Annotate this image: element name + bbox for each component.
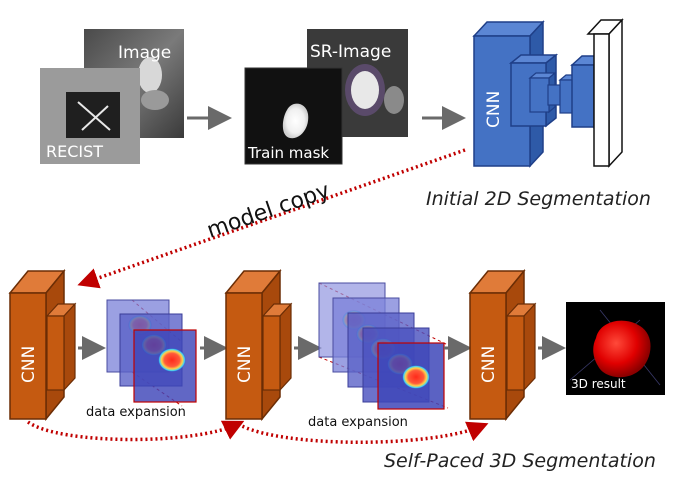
ct-organ-shape <box>141 90 169 110</box>
cnn3d-2-front <box>225 292 263 420</box>
data-expansion-1-label: data expansion <box>86 405 186 420</box>
train-mask-blob <box>282 103 309 139</box>
ct-bright-structure <box>138 57 162 93</box>
model-copy-label: model copy <box>204 178 333 243</box>
self-paced-3d-caption: Self-Paced 3D Segmentation <box>384 450 656 472</box>
recist-label: RECIST <box>46 142 103 161</box>
exp2-tumor-5 <box>402 365 430 389</box>
recist-short-axis <box>81 105 109 131</box>
exp1-tumor-3 <box>158 348 186 372</box>
data-expansion-2-label: data expansion <box>308 415 408 430</box>
3d-result-label: 3D result <box>571 377 626 391</box>
sr-side-structure <box>384 86 404 114</box>
data-expansion-2: data expansion <box>308 282 449 430</box>
sr-highlight-inner <box>351 71 379 109</box>
cnn2d-output-front <box>593 33 610 167</box>
3d-result-panel: 3D result <box>566 302 665 395</box>
cnn2d-bottleneck <box>547 84 562 106</box>
image-label: Image <box>118 43 171 63</box>
cnn3d-2-inner-front <box>262 315 281 391</box>
train-mask-label: Train mask <box>247 144 329 162</box>
cnn-3d-1-label: CNN <box>19 346 39 383</box>
train-mask-border <box>244 67 343 165</box>
cnn-3d-3-label: CNN <box>479 346 499 383</box>
cnn2d-block6-front <box>571 64 595 128</box>
input-image-stack: Image RECIST <box>40 29 184 164</box>
cnn3d-3-inner-front <box>506 315 525 391</box>
data-expansion-1: data expansion <box>86 299 197 420</box>
recist-long-axis <box>77 101 111 131</box>
sr-image-label: SR-Image <box>310 42 391 62</box>
cnn3d-3-front <box>469 292 507 420</box>
cnn-2d-model: CNN <box>472 18 624 168</box>
self-paced-arrow-2 <box>237 421 489 444</box>
self-paced-arrow-1 <box>26 420 245 442</box>
cnn3d-1-front <box>9 292 47 420</box>
cnn-3d-3: CNN <box>468 268 537 422</box>
model-copy-arrow <box>77 148 466 289</box>
train-mask-stack: SR-Image Train mask <box>244 29 408 165</box>
cnn-3d-2-label: CNN <box>235 346 255 383</box>
3d-result-mesh <box>593 320 651 378</box>
cnn2d-output-side <box>608 18 623 168</box>
cnn-3d-1: CNN <box>8 268 77 422</box>
cnn3d-1-inner-side <box>63 302 76 392</box>
cnn3d-1-inner-front <box>46 315 65 391</box>
initial-2d-caption: Initial 2D Segmentation <box>426 188 651 210</box>
cnn3d-2-inner-side <box>279 302 292 392</box>
cnn2d-block3-front <box>529 77 550 113</box>
cnn-2d-label: CNN <box>484 91 504 128</box>
cnn-3d-2: CNN <box>224 268 293 422</box>
cnn3d-3-inner-side <box>523 302 536 392</box>
